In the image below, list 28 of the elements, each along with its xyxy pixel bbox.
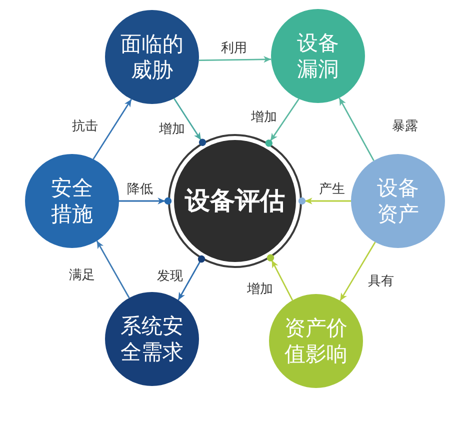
arrow bbox=[96, 240, 130, 298]
topic-circle: 面临的威胁 bbox=[105, 10, 199, 104]
arrow bbox=[92, 98, 132, 160]
topic-circle: 系统安全需求 bbox=[105, 292, 199, 386]
arrow bbox=[340, 242, 376, 302]
edge-label: 降低 bbox=[125, 182, 155, 198]
arrow bbox=[198, 56, 272, 63]
topic-circle: 安全措施 bbox=[25, 154, 119, 248]
edge-label: 利用 bbox=[219, 41, 249, 57]
edge-label: 增加 bbox=[157, 122, 187, 138]
topic-circle: 设备资产 bbox=[351, 154, 445, 248]
arrow bbox=[265, 98, 300, 147]
arrow bbox=[178, 255, 206, 300]
edge-label: 具有 bbox=[366, 274, 396, 290]
topic-circle: 设备漏洞 bbox=[271, 9, 365, 103]
edge-label: 增加 bbox=[249, 110, 279, 126]
edge-label: 暴露 bbox=[390, 119, 420, 135]
edge-label: 满足 bbox=[67, 268, 97, 284]
edge-label: 产生 bbox=[317, 182, 347, 198]
arrow bbox=[119, 197, 172, 205]
arrow bbox=[266, 254, 294, 301]
arrow bbox=[298, 197, 351, 205]
arrow bbox=[338, 98, 374, 162]
arrow bbox=[174, 98, 206, 146]
assessment-circle: 设备评估 bbox=[168, 134, 302, 268]
topic-circle: 资产价值影响 bbox=[269, 294, 363, 388]
edge-label: 抗击 bbox=[70, 119, 100, 135]
edge-label: 增加 bbox=[245, 282, 275, 298]
